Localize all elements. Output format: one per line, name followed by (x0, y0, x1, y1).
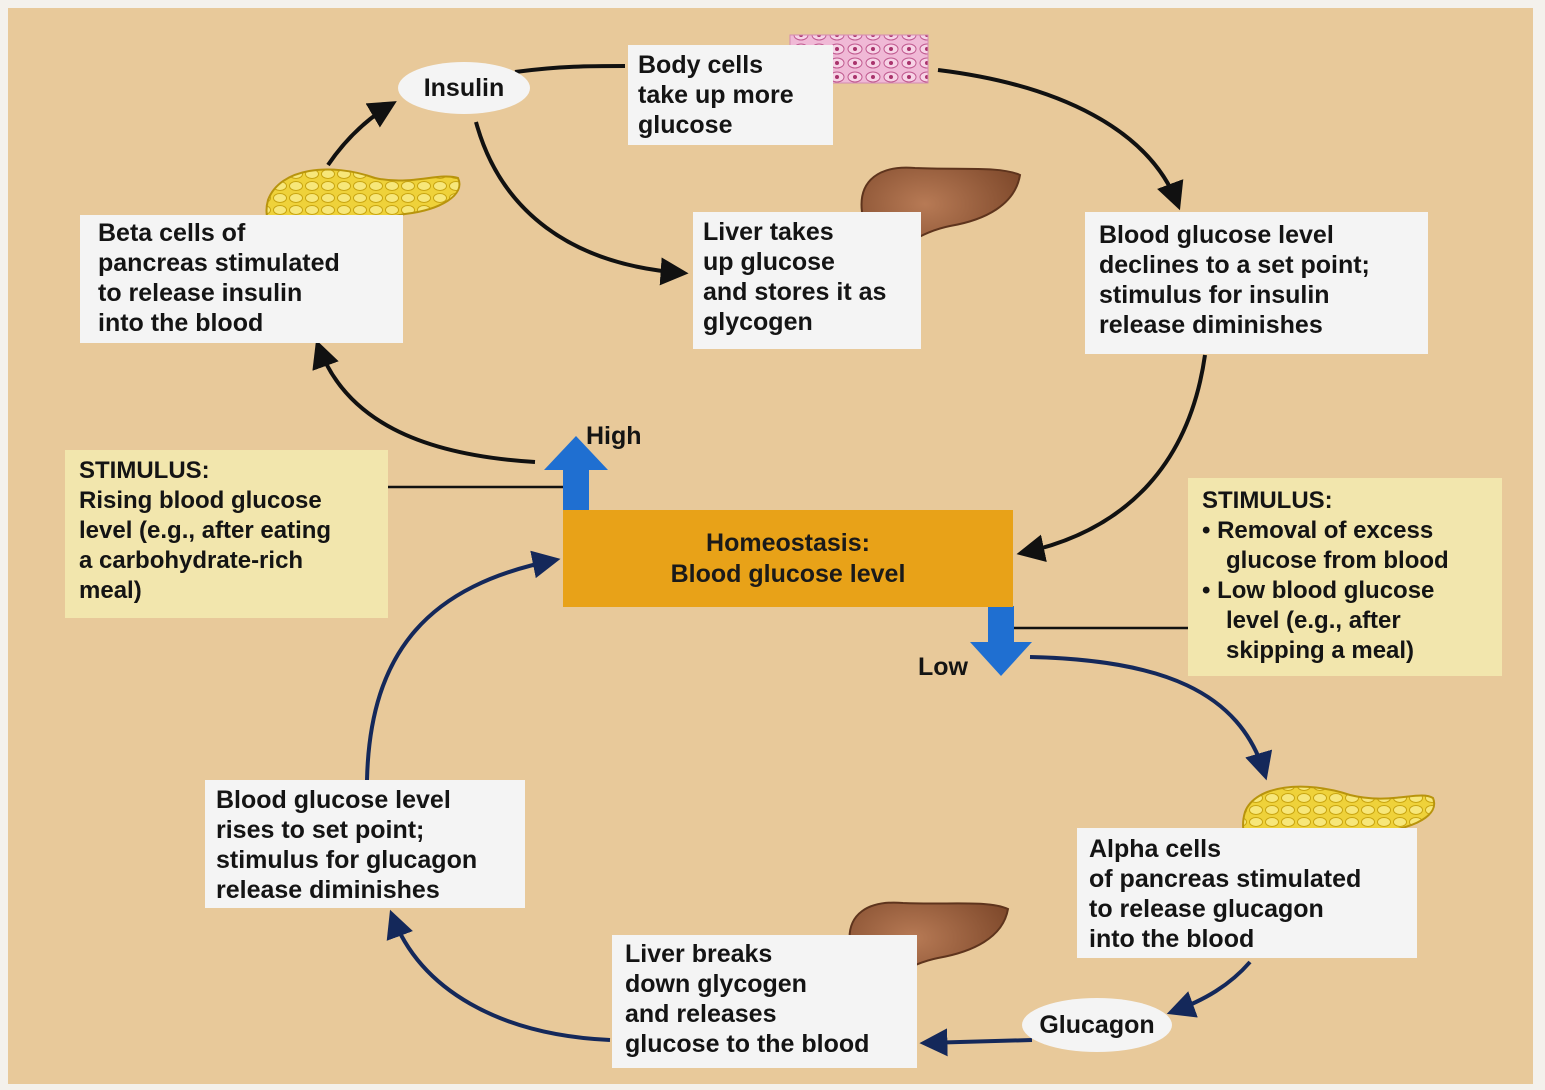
homeostasis-box: Homeostasis: Blood glucose level (563, 510, 1013, 607)
liver-takes-up-box: Liver takes up glucose and stores it as … (693, 212, 921, 349)
declines-box: Blood glucose level declines to a set po… (1085, 212, 1428, 354)
alpha-cells-line: Alpha cells (1089, 835, 1221, 863)
arrow-glucagon-to-liver (919, 1028, 1033, 1057)
homeostasis-subtitle: Blood glucose level (670, 560, 906, 588)
rises-box: Blood glucose level rises to set point; … (205, 780, 525, 908)
stimulus-low-box: STIMULUS: • Removal of excess glucose fr… (1188, 478, 1502, 676)
arrow-high-to-beta-cells (312, 339, 536, 464)
body-cells-box: Body cells take up more glucose (628, 45, 833, 145)
alpha-cells-box: Alpha cells of pancreas stimulated to re… (1077, 828, 1417, 958)
arrow-low-to-alpha-cells (1029, 655, 1273, 781)
rises-line: stimulus for glucagon (216, 846, 478, 874)
alpha-cells-line: to release glucagon (1089, 895, 1324, 923)
line-insulin-to-body-cells (514, 64, 626, 74)
stimulus-high-line: STIMULUS: (79, 457, 210, 484)
declines-line: release diminishes (1099, 311, 1323, 339)
declines-line: Blood glucose level (1099, 221, 1334, 249)
liver-breaks-line: Liver breaks (625, 940, 773, 968)
stimulus-low-line: • Removal of excess (1202, 517, 1434, 544)
liver-breaks-line: glucose to the blood (625, 1030, 870, 1058)
stimulus-low-line: level (e.g., after (1226, 607, 1401, 634)
insulin-label: Insulin (398, 62, 530, 114)
beta-cells-line: to release insulin (98, 279, 303, 307)
liver-takes-up-line: Liver takes (703, 218, 834, 246)
beta-cells-line: into the blood (98, 309, 264, 337)
body-cells-line: take up more (638, 81, 794, 109)
liver-takes-up-line: up glucose (703, 248, 835, 276)
arrow-rises-to-homeostasis (365, 550, 561, 781)
liver-breaks-line: and releases (625, 1000, 777, 1028)
glucagon-label: Glucagon (1022, 998, 1172, 1052)
beta-cells-box: Beta cells of pancreas stimulated to rel… (80, 215, 403, 343)
liver-takes-up-line: and stores it as (703, 278, 887, 306)
stimulus-low-line: skipping a meal) (1226, 637, 1415, 664)
stimulus-low-line: • Low blood glucose (1202, 577, 1435, 604)
low-label: Low (918, 653, 968, 681)
stimulus-high-line: a carbohydrate-rich (79, 547, 304, 574)
stimulus-high-line: Rising blood glucose (79, 487, 322, 514)
up-arrow-icon (544, 436, 608, 512)
rises-line: Blood glucose level (216, 786, 451, 814)
stimulus-high-box: STIMULUS: Rising blood glucose level (e.… (65, 450, 388, 618)
declines-line: declines to a set point; (1099, 251, 1370, 279)
stimulus-high-line: level (e.g., after eating (79, 517, 332, 544)
beta-cells-line: pancreas stimulated (98, 249, 340, 277)
arrow-body-cells-to-declines (937, 68, 1184, 211)
body-cells-line: glucose (638, 111, 733, 139)
rises-line: rises to set point; (216, 816, 425, 844)
stimulus-low-line: glucose from blood (1226, 547, 1449, 574)
alpha-cells-line: of pancreas stimulated (1089, 865, 1362, 893)
liver-breaks-line: down glycogen (625, 970, 807, 998)
stimulus-high-line: meal) (79, 577, 142, 604)
alpha-cells-line: into the blood (1089, 925, 1255, 953)
homeostasis-title: Homeostasis: (706, 529, 870, 557)
beta-cells-line: Beta cells of (98, 219, 246, 247)
stimulus-low-line: STIMULUS: (1202, 487, 1333, 514)
rises-line: release diminishes (216, 876, 440, 904)
body-cells-line: Body cells (638, 51, 764, 79)
down-arrow-icon (970, 606, 1032, 676)
liver-breaks-box: Liver breaks down glycogen and releases … (612, 935, 917, 1068)
arrow-liver-to-rises (386, 909, 611, 1042)
liver-takes-up-line: glycogen (703, 308, 813, 336)
declines-line: stimulus for insulin (1099, 281, 1330, 309)
high-label: High (586, 422, 642, 450)
arrow-alpha-to-glucagon (1166, 960, 1252, 1018)
arrow-pancreas-to-insulin (326, 101, 397, 167)
arrow-insulin-to-liver (474, 121, 689, 286)
arrow-declines-to-homeostasis (1016, 354, 1207, 563)
